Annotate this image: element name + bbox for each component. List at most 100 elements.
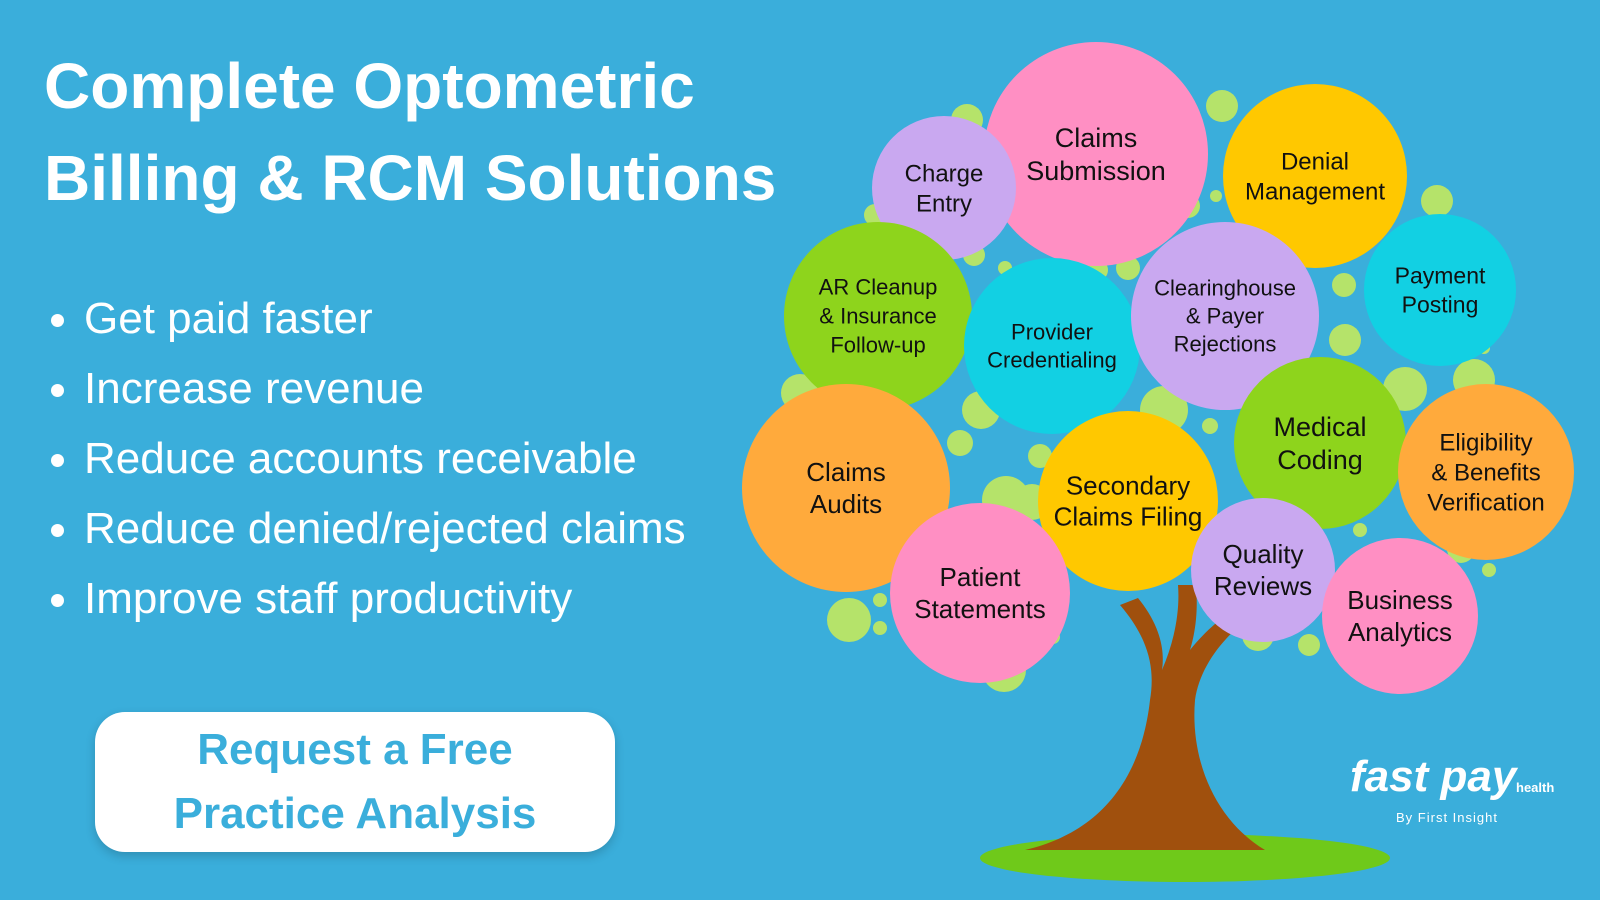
benefit-item: Increase revenue xyxy=(48,354,686,424)
service-bubble-circle xyxy=(742,384,950,592)
service-label: Provider xyxy=(1011,320,1093,345)
service-label: Analytics xyxy=(1348,617,1452,647)
logo-byline: By First Insight xyxy=(1396,810,1498,825)
decorative-dot xyxy=(1206,90,1238,122)
service-bubble-circle xyxy=(984,42,1208,266)
service-bubble-circle xyxy=(1364,214,1516,366)
benefit-item: Get paid faster xyxy=(48,284,686,354)
decorative-dot xyxy=(947,430,973,456)
service-label: Business xyxy=(1347,585,1453,615)
service-label: Submission xyxy=(1026,156,1166,186)
decorative-dot xyxy=(1329,324,1361,356)
benefit-text: Improve staff productivity xyxy=(84,574,573,623)
service-label: Statements xyxy=(914,594,1046,624)
service-label: & Payer xyxy=(1186,304,1264,329)
service-label: Eligibility xyxy=(1439,429,1532,456)
cta-label: Request a Free Practice Analysis xyxy=(174,718,537,846)
service-bubble-circle xyxy=(872,116,1016,260)
service-bubble-circle xyxy=(784,222,972,410)
service-label: Claims Filing xyxy=(1054,502,1203,532)
service-bubble-circle xyxy=(1191,498,1335,642)
service-bubble-circle xyxy=(1038,411,1218,591)
service-bubble-circle xyxy=(1234,357,1406,529)
decorative-dot xyxy=(1210,190,1222,202)
logo-sub: health xyxy=(1516,780,1555,795)
service-label: Denial xyxy=(1281,148,1349,175)
service-bubble-circle xyxy=(890,503,1070,683)
decorative-dot xyxy=(827,598,871,642)
service-label: Reviews xyxy=(1214,571,1312,601)
service-label: Payment xyxy=(1395,263,1486,289)
logo-wordmark: fast pay xyxy=(1350,752,1517,801)
service-label: Credentialing xyxy=(987,348,1117,373)
service-bubble-circle xyxy=(1322,538,1478,694)
decorative-dot xyxy=(1332,273,1356,297)
service-label: Charge xyxy=(905,160,984,187)
bullet-dot-icon xyxy=(51,594,64,607)
benefit-text: Reduce denied/rejected claims xyxy=(84,504,686,553)
decorative-dot xyxy=(1353,523,1367,537)
service-label: Coding xyxy=(1277,445,1363,475)
service-bubbles: ClaimsSubmissionChargeEntryDenialManagem… xyxy=(742,42,1574,694)
fast-pay-logo: fast pay health By First Insight xyxy=(1340,752,1560,825)
headline: Complete Optometric Billing & RCM Soluti… xyxy=(44,40,776,224)
benefit-text: Reduce accounts receivable xyxy=(84,434,637,483)
service-label: Medical xyxy=(1273,412,1366,442)
decorative-dot xyxy=(873,621,887,635)
service-label: Audits xyxy=(810,489,882,519)
decorative-dot xyxy=(873,593,887,607)
service-bubble-circle xyxy=(1131,222,1319,410)
service-label: Entry xyxy=(916,190,972,217)
decorative-dot xyxy=(1028,444,1052,468)
decorative-dot xyxy=(1482,563,1496,577)
service-label: Secondary xyxy=(1066,471,1190,501)
benefit-item: Reduce denied/rejected claims xyxy=(48,494,686,564)
service-label: Patient xyxy=(940,562,1022,592)
service-bubble-circle xyxy=(1398,384,1574,560)
headline-line-2: Billing & RCM Solutions xyxy=(44,142,777,214)
service-label: Follow-up xyxy=(830,333,925,358)
service-label: Claims xyxy=(806,457,885,487)
bullet-dot-icon xyxy=(51,314,64,327)
benefit-text: Increase revenue xyxy=(84,364,424,413)
service-label: Clearinghouse xyxy=(1154,276,1296,301)
cta-line-2: Practice Analysis xyxy=(173,789,537,838)
bullet-dot-icon xyxy=(51,454,64,467)
service-label: Quality xyxy=(1223,539,1304,569)
service-label: Rejections xyxy=(1174,332,1277,357)
service-label: Verification xyxy=(1427,489,1544,516)
benefit-item: Reduce accounts receivable xyxy=(48,424,686,494)
service-bubble-circle xyxy=(964,258,1140,434)
request-analysis-button[interactable]: Request a Free Practice Analysis xyxy=(95,712,615,852)
benefits-list: Get paid faster Increase revenue Reduce … xyxy=(48,284,686,634)
bullet-dot-icon xyxy=(51,384,64,397)
service-bubble-circle xyxy=(1223,84,1407,268)
service-label: Posting xyxy=(1402,292,1479,318)
tree-trunk xyxy=(1025,585,1265,850)
service-label: AR Cleanup xyxy=(819,275,938,300)
decorative-dot xyxy=(1421,185,1453,217)
benefit-text: Get paid faster xyxy=(84,294,373,343)
service-label: Claims xyxy=(1055,123,1138,153)
service-label: Management xyxy=(1245,178,1385,205)
headline-line-1: Complete Optometric xyxy=(44,50,695,122)
decorative-dot xyxy=(1202,418,1218,434)
benefit-item: Improve staff productivity xyxy=(48,564,686,634)
cta-line-1: Request a Free xyxy=(197,725,513,774)
decorative-dot xyxy=(1298,634,1320,656)
